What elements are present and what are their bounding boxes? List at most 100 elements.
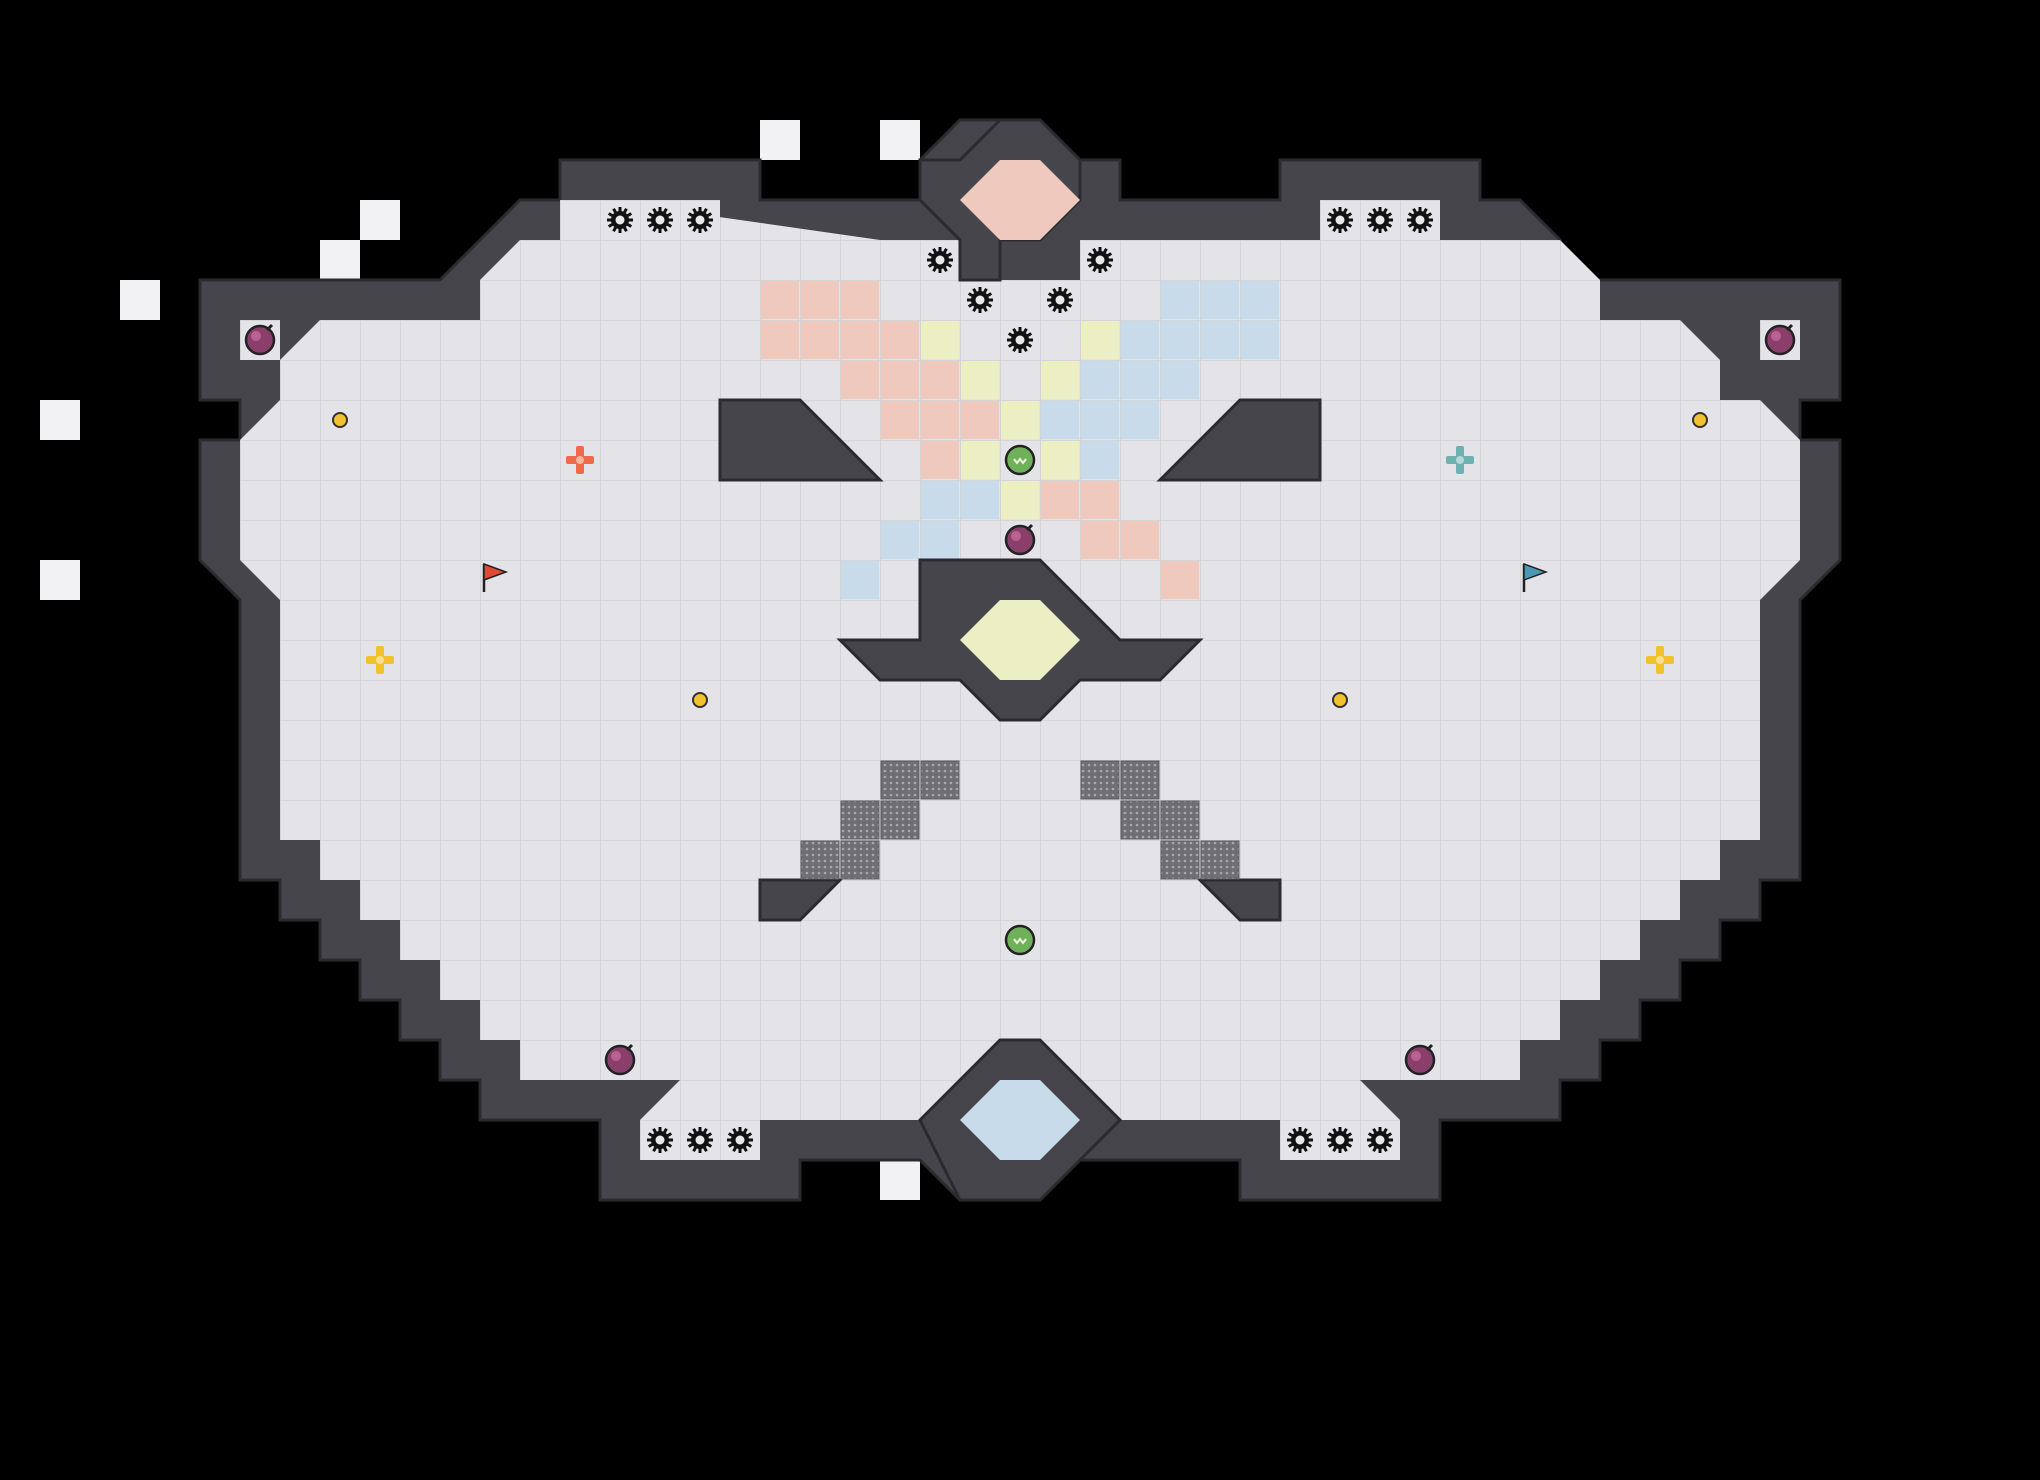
bomb-icon [1404,1043,1436,1076]
spike-mine-icon [647,1127,673,1153]
bottom-diamond-core [960,1080,1080,1160]
red-zone-tile [841,361,879,399]
red-zone-tile [921,441,959,479]
left-foot-wall [758,878,844,922]
flag-icon [482,562,509,592]
blue-zone-tile [1121,401,1159,439]
blue-zone-tile [961,481,999,519]
bomb-icon [244,323,276,356]
grate-tile-icon [1160,840,1200,880]
spawn-cross-icon [566,446,594,474]
red-zone-tile [761,281,799,319]
blue-zone-tile [1161,361,1199,399]
bomb-icon [604,1043,636,1076]
red-zone-tile [801,321,839,359]
blue-zone-tile [841,561,879,599]
red-zone-tile [841,321,879,359]
grate-tile-icon [840,800,880,840]
blue-zone-tile [1161,281,1199,319]
spike-mine-icon [1047,287,1073,313]
yellow-zone-tile [961,441,999,479]
wall-corner-tile [880,1160,920,1200]
red-zone-tile [1081,481,1119,519]
yellow-zone-tile [1001,401,1039,439]
blue-zone-tile [1121,321,1159,359]
spike-mine-icon [927,247,953,273]
red-zone-tile [761,321,799,359]
red-zone-tile [1161,561,1199,599]
spike-mine-icon [1327,207,1353,233]
yellow-zone-tile [1001,481,1039,519]
bomb-icon [1764,323,1796,356]
right-wedge-wall [1156,398,1322,482]
spike-mine-icon [1327,1127,1353,1153]
spike-mine-icon [1367,1127,1393,1153]
grate-tile-icon [1120,760,1160,800]
wall-corner-tile [40,400,80,440]
yellow-zone-tile [1081,321,1119,359]
blue-zone-tile [1081,401,1119,439]
spike-mine-icon [1007,327,1033,353]
red-zone-tile [881,361,919,399]
red-zone-tile [1081,521,1119,559]
yellow-zone-tile [961,361,999,399]
coin-icon [1332,692,1348,708]
red-zone-tile [921,361,959,399]
spike-mine-icon [687,207,713,233]
blue-zone-tile [1161,321,1199,359]
red-zone-tile [961,401,999,439]
red-zone-tile [1041,481,1079,519]
grate-tile-icon [920,760,960,800]
right-foot-wall [1196,878,1282,922]
red-zone-tile [921,401,959,439]
red-zone-tile [881,401,919,439]
boost-orb-icon [1004,444,1036,476]
blue-zone-tile [1081,361,1119,399]
wall-corner-tile [880,120,920,160]
spike-mine-icon [1407,207,1433,233]
red-zone-tile [841,281,879,319]
blue-zone-tile [921,481,959,519]
blue-zone-tile [1241,321,1279,359]
left-wedge-wall [718,398,884,482]
powerup-cross-icon [1646,646,1674,674]
center-diamond-core [960,600,1080,680]
blue-zone-tile [1081,441,1119,479]
red-zone-tile [881,321,919,359]
wall-corner-tile [760,120,800,160]
yellow-zone-tile [1041,361,1079,399]
grate-tile-icon [1160,800,1200,840]
yellow-zone-tile [1041,441,1079,479]
wall-corner-tile [360,200,400,240]
bomb-icon [1004,523,1036,556]
wall-corner-tile [320,240,360,280]
blue-zone-tile [881,521,919,559]
blue-zone-tile [1201,321,1239,359]
wall-corner-tile [120,280,160,320]
spike-mine-icon [607,207,633,233]
flag-icon [1522,562,1549,592]
blue-zone-tile [1041,401,1079,439]
coin-icon [692,692,708,708]
top-diamond-core [960,160,1080,240]
spike-mine-icon [1287,1127,1313,1153]
boost-orb-icon [1004,924,1036,956]
blue-zone-tile [921,521,959,559]
coin-icon [332,412,348,428]
grate-tile-icon [1080,760,1120,800]
red-zone-tile [801,281,839,319]
grate-tile-icon [800,840,840,880]
spike-mine-icon [967,287,993,313]
spike-mine-icon [687,1127,713,1153]
grate-tile-icon [880,760,920,800]
spike-mine-icon [1367,207,1393,233]
spike-mine-icon [647,207,673,233]
blue-zone-tile [1201,281,1239,319]
powerup-cross-icon [366,646,394,674]
grate-tile-icon [880,800,920,840]
spawn-cross-icon [1446,446,1474,474]
spike-mine-icon [727,1127,753,1153]
blue-zone-tile [1121,361,1159,399]
